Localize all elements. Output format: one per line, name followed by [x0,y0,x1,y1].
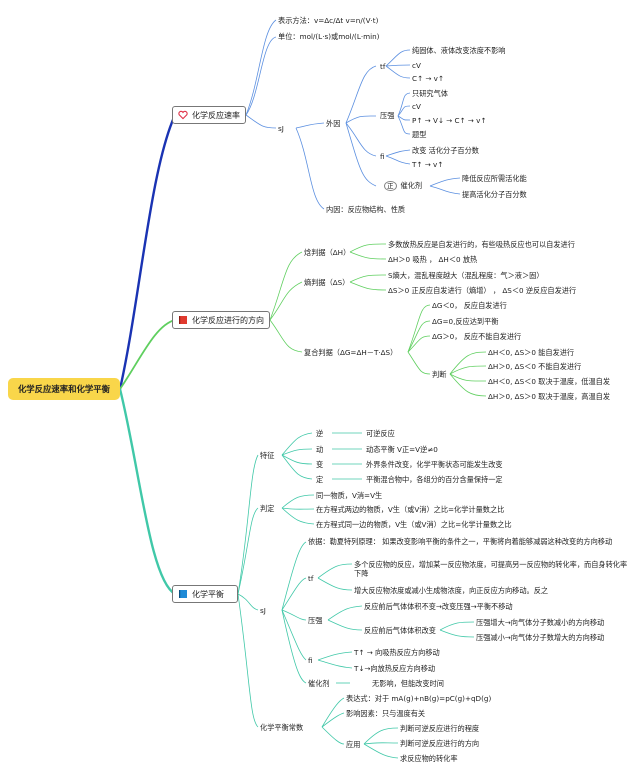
node-features: 特征 [260,451,275,460]
node-external-factors: 外因 [326,119,341,128]
judge-item: ΔH＞0, ΔS＞0 取决于温度，高温自发 [488,392,611,401]
entropy-item: S熵大，混乱程度越大（混乱程度：气＞液＞固） [388,271,544,280]
blue-flag-icon [178,589,188,599]
entropy-item: ΔS＞0 正反应自发进行（熵增） ， ΔS＜0 逆反应自发进行 [388,286,577,295]
node-pressure: 压强 [308,616,323,625]
branch-label: 化学反应进行的方向 [192,315,264,325]
catalyst-item: 提高活化分子百分数 [462,190,527,199]
node-pressure: 压强 [380,111,395,120]
pressure-subitem: 压强减小→向气体分子数增大的方向移动 [476,633,605,642]
determine-item: 在方程式两边的物质，V生（或V消）之比=化学计量数之比 [316,505,505,514]
application-item: 求反应物的转化率 [400,754,458,763]
feature-key: 动 [316,445,324,454]
node-catalyst: 催化剂 [308,679,330,688]
catalyst-tag: 正 [384,181,397,191]
node-determine: 判定 [260,504,275,513]
enthalpy-item: 多数放热反应是自发进行的，有些吸热反应也可以自发进行 [388,240,575,249]
node-judge: 判断 [432,370,447,379]
gibbs-item: ΔG＞0， 反应不能自发进行 [432,332,522,341]
constant-expression: 表达式：对于 mA(g)+nB(g)=pC(g)+qD(g) [346,694,492,703]
node-catalyst: 正催化剂 [384,181,422,191]
branch-reaction-rate[interactable]: 化学反应速率 [172,106,246,124]
catalyst-item: 降低反应所需活化能 [462,174,527,183]
pressure-item: 只研究气体 [412,89,448,98]
node-unit: 单位：mol/(L·s)或mol/(L·min) [278,32,380,41]
fi-item: T↑ → 向吸热反应方向移动 [354,648,440,657]
catalyst-label: 催化剂 [400,181,423,190]
node-fi: fi [308,656,313,665]
feature-value: 动态平衡 V正=V逆≠0 [366,445,438,454]
root-node[interactable]: 化学反应速率和化学平衡 [8,378,120,400]
gibbs-item: ΔG＜0， 反应自发进行 [432,301,507,310]
judge-item: ΔH＜0, ΔS＞0 能自发进行 [488,348,575,357]
application-item: 判断可逆反应进行的方向 [400,739,480,748]
pressure-item: 题型 [412,130,427,139]
pressure-item: cV [412,102,421,111]
node-application: 应用 [346,740,361,749]
branch-equilibrium[interactable]: 化学平衡 [172,585,238,603]
fi-item: 改变 活化分子百分数 [412,146,479,155]
judge-item: ΔH＞0, ΔS＜0 不能自发进行 [488,362,582,371]
application-item: 判断可逆反应进行的程度 [400,724,480,733]
tf-item: cV [412,61,421,70]
node-eq-constant: 化学平衡常数 [260,723,304,732]
constant-factor: 影响因素：只与温度有关 [346,709,426,718]
feature-key: 逆 [316,429,324,438]
tf-item: 纯固体、液体改变浓度不影响 [412,46,506,55]
determine-item: 同一物质，V消=V生 [316,491,383,500]
gibbs-item: ΔG=0,反应达到平衡 [432,317,499,326]
pressure-item: 反应前后气体体积不变→改变压强→平衡不移动 [364,602,513,611]
feature-key: 定 [316,475,324,484]
enthalpy-item: ΔH＞0 吸热 ， ΔH＜0 放热 [388,255,478,264]
node-entropy: 熵判据（ΔS） [304,278,350,287]
node-fi: fi [380,152,385,161]
branch-reaction-direction[interactable]: 化学反应进行的方向 [172,311,270,329]
node-sj: sJ [260,606,266,615]
pressure-item: P↑ → V↓ → C↑ → v↑ [412,116,487,125]
branch-label: 化学反应速率 [192,110,240,120]
pressure-subitem: 压强增大→向气体分子数减小的方向移动 [476,618,605,627]
node-tf: tf [380,62,386,71]
tf-item: 多个反应物的反应，增加某一反应物浓度，可提高另一反应物的转化率，而自身转化率下降 [354,560,628,578]
branch-label: 化学平衡 [192,589,224,599]
heart-icon [178,110,188,120]
judge-item: ΔH＜0, ΔS＜0 取决于温度，低温自发 [488,377,611,386]
tf-item: C↑ → v↑ [412,74,444,83]
fi-item: T↓→向放热反应方向移动 [354,664,436,673]
node-gibbs: 复合判据（ΔG=ΔH－T·ΔS） [304,348,398,357]
node-sj: sJ [278,124,284,133]
feature-value: 可逆反应 [366,429,395,438]
node-basis: 依据：勒夏特列原理： 如果改变影响平衡的条件之一，平衡将向着能够减弱这种改变的方… [308,537,613,546]
feature-key: 变 [316,460,324,469]
red-flag-icon [178,315,188,325]
node-tf: tf [308,574,314,583]
tf-item: 增大反应物浓度或减小生成物浓度，向正反应方向移动。反之 [354,586,549,595]
determine-item: 在方程式同一边的物质，V生（或V消）之比=化学计量数之比 [316,520,512,529]
fi-item: T↑ → v↑ [412,160,444,169]
node-enthalpy: 焓判据（ΔH） [304,248,351,257]
node-internal-factors: 内因：反应物结构、性质 [326,205,406,214]
node-expression: 表示方法：v=Δc/Δt v=n/(V·t) [278,16,379,25]
catalyst-value: 无影响，但能改变时间 [372,679,444,688]
feature-value: 平衡混合物中，各组分的百分含量保持一定 [366,475,503,484]
feature-value: 外界条件改变，化学平衡状态可能发生改变 [366,460,503,469]
pressure-item: 反应前后气体体积改变 [364,626,436,635]
